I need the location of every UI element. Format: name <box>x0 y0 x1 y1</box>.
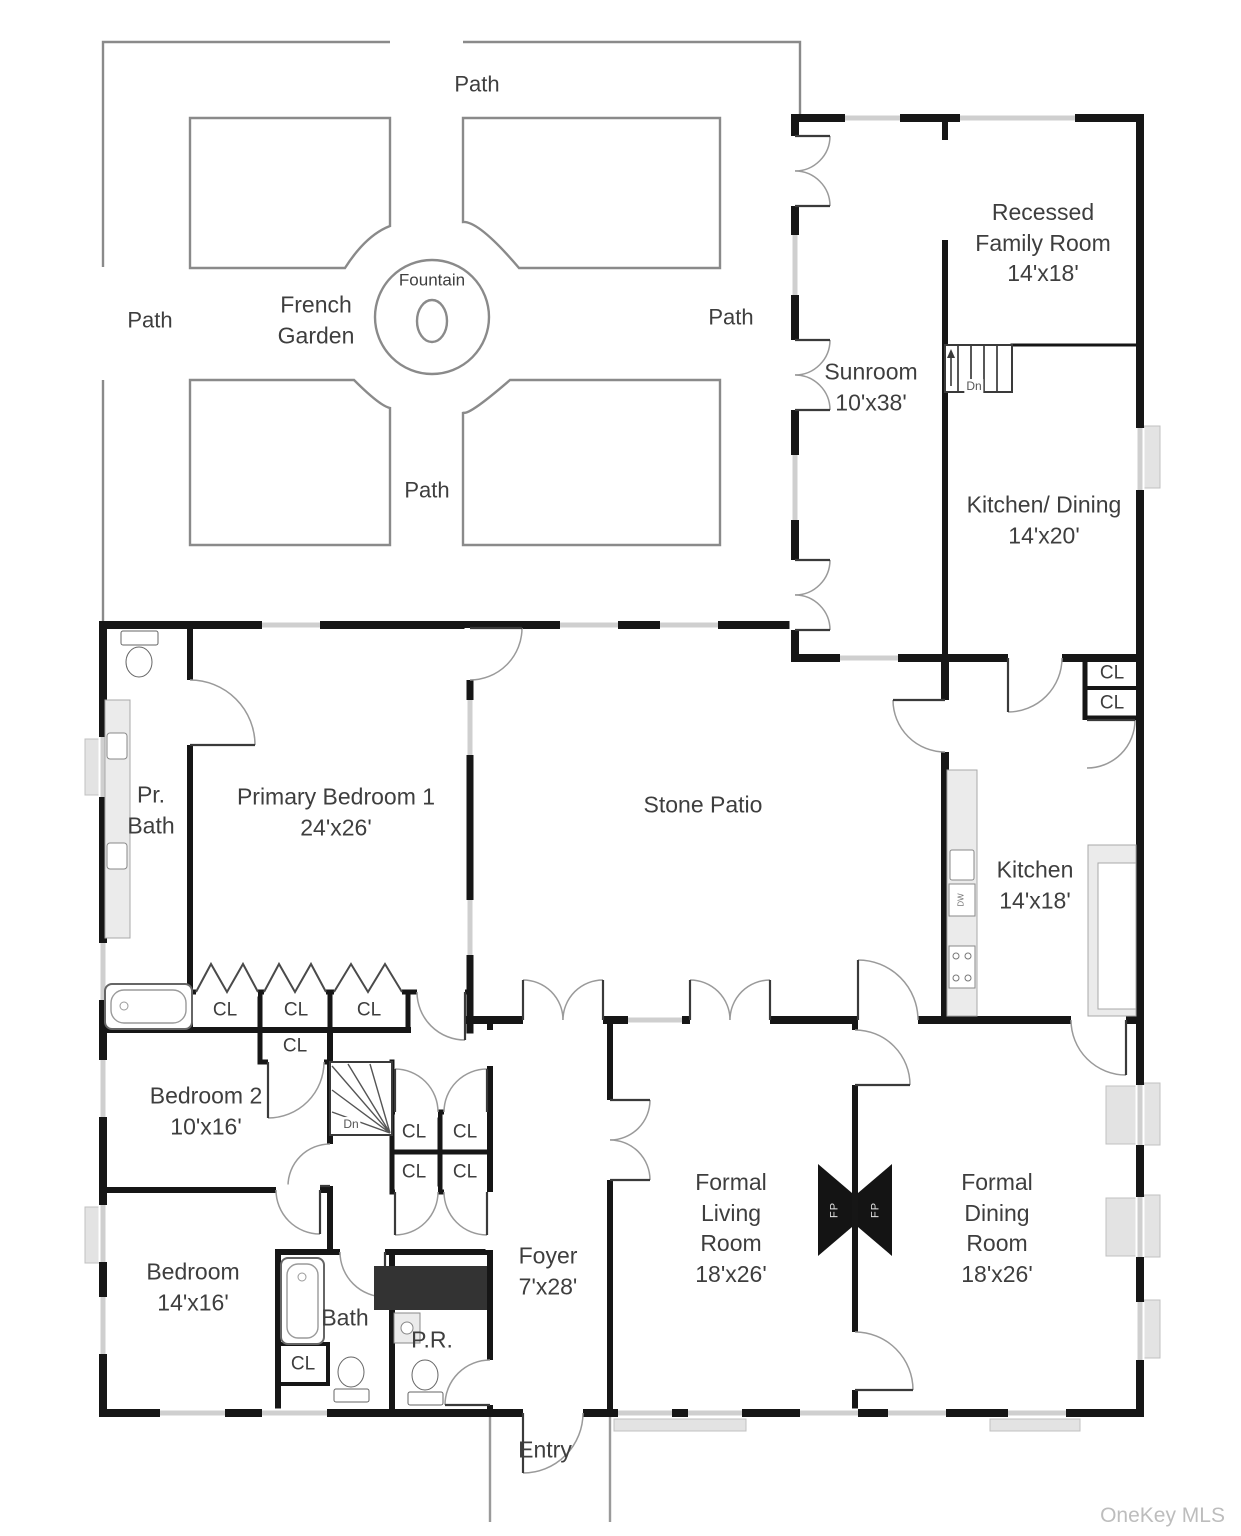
fountain-basin <box>373 258 491 376</box>
room-name: Bedroom 2 <box>149 1082 263 1109</box>
dishwasher <box>948 883 976 917</box>
room-name: Formal Living Room <box>695 1168 767 1256</box>
bath-fixtures <box>280 1257 370 1403</box>
room-label-foyer: Foyer 7'x28' <box>519 1240 578 1301</box>
room-dims: 14'x20' <box>1008 522 1080 548</box>
room-label-formal-dining: Formal Dining Room 18'x26' <box>935 1167 1060 1289</box>
bathtub-icon <box>280 1257 325 1345</box>
fireplace <box>818 1164 892 1256</box>
bifold-closet-doors <box>195 961 403 995</box>
powder-room-fixtures <box>393 1312 444 1406</box>
stairs-down-label: Dn <box>341 1117 361 1133</box>
room-dims: 14'x18' <box>1007 260 1079 287</box>
french-garden <box>101 40 802 621</box>
room-name: Pr. Bath <box>127 781 175 838</box>
closet-label: CL <box>1099 662 1125 684</box>
dishwasher-label: DW <box>956 893 966 907</box>
room-label-primary-bedroom: Primary Bedroom 1 24'x26' <box>237 781 435 842</box>
doors <box>184 134 1136 1474</box>
room-label-powder-room: P.R. <box>411 1326 453 1353</box>
stairs-lower <box>329 1061 393 1136</box>
bathtub-icon <box>104 983 193 1030</box>
room-dims: 10'x16' <box>170 1113 242 1139</box>
room-label-kitchen: Kitchen 14'x18' <box>997 854 1074 915</box>
entry-label: Entry <box>518 1436 572 1463</box>
stairs-upper <box>944 344 1013 393</box>
kitchen-sink <box>949 849 975 881</box>
closet-label: CL <box>452 1121 478 1143</box>
room-dims: 14'x16' <box>157 1289 229 1315</box>
closet-label: CL <box>356 999 382 1021</box>
room-label-pr-bath: Pr. Bath <box>121 779 181 840</box>
closet-label: CL <box>452 1161 478 1183</box>
fireplace-label: FP <box>869 1201 882 1219</box>
fireplace-label: FP <box>828 1201 841 1219</box>
sink <box>106 732 128 760</box>
toilet-icon <box>120 630 159 678</box>
window-sills <box>84 425 1161 1432</box>
stairs-down-label: Dn <box>964 379 984 395</box>
fountain-center <box>415 298 449 344</box>
room-label-formal-living: Formal Living Room 18'x26' <box>669 1167 794 1289</box>
primary-bath-fixtures <box>104 630 193 1030</box>
room-name: Sunroom <box>824 358 918 385</box>
garden-path-label-top: Path <box>454 71 500 97</box>
room-name: Foyer <box>518 1242 578 1269</box>
room-label-stone-patio: Stone Patio <box>643 791 763 818</box>
closet-label: CL <box>401 1121 427 1143</box>
room-dims: 10'x38' <box>835 389 907 415</box>
toilet-icon <box>333 1356 370 1403</box>
room-label-kitchen-dining: Kitchen/ Dining 14'x20' <box>967 489 1122 550</box>
garden-path-label-bottom: Path <box>404 477 450 503</box>
closet-label: CL <box>282 1035 308 1057</box>
room-label-bedroom2: Bedroom 2 10'x16' <box>150 1080 263 1141</box>
garden-bed <box>461 116 722 270</box>
range <box>948 945 976 989</box>
entry-walkway <box>488 1417 612 1522</box>
watermark: OneKey MLS <box>1100 1504 1225 1527</box>
kitchen-fixtures <box>946 769 1137 1017</box>
garden-boundary <box>101 40 802 621</box>
room-name: Kitchen/ Dining <box>966 491 1122 518</box>
room-name: Bedroom <box>146 1258 240 1285</box>
room-label-bedroom: Bedroom 14'x16' <box>146 1256 239 1317</box>
toilet-icon <box>407 1359 444 1406</box>
room-dims: 18'x26' <box>695 1260 767 1287</box>
garden-bed <box>188 378 392 547</box>
room-label-bath: Bath <box>321 1304 369 1331</box>
room-dims: 7'x28' <box>518 1273 578 1299</box>
room-dims: 14'x18' <box>999 887 1071 913</box>
room-dims: 18'x26' <box>961 1260 1033 1287</box>
closet-label: CL <box>283 999 309 1021</box>
room-label-sunroom: Sunroom 10'x38' <box>824 356 917 417</box>
room-name: Kitchen <box>996 856 1074 883</box>
garden-name-label: French Garden <box>277 291 355 348</box>
closet-label: CL <box>212 999 238 1021</box>
room-dims: 24'x26' <box>300 814 372 840</box>
sink <box>106 842 128 870</box>
closet-label: CL <box>1099 692 1125 714</box>
room-label-family: Recessed Family Room 14'x18' <box>968 197 1118 289</box>
garden-bed <box>188 116 392 270</box>
closet-label: CL <box>401 1161 427 1183</box>
room-name: Recessed Family Room <box>975 199 1111 256</box>
garden-path-label-left: Path <box>127 307 173 333</box>
closet-label: CL <box>290 1353 316 1375</box>
room-name: Primary Bedroom 1 <box>236 783 436 810</box>
garden-path-label-right: Path <box>708 304 754 330</box>
sink <box>393 1312 421 1344</box>
windows <box>98 113 1145 1418</box>
fountain-label: Fountain <box>398 270 466 290</box>
chimney-mass <box>374 1266 487 1310</box>
garden-bed <box>461 378 722 547</box>
room-name: Formal Dining Room <box>961 1168 1033 1256</box>
